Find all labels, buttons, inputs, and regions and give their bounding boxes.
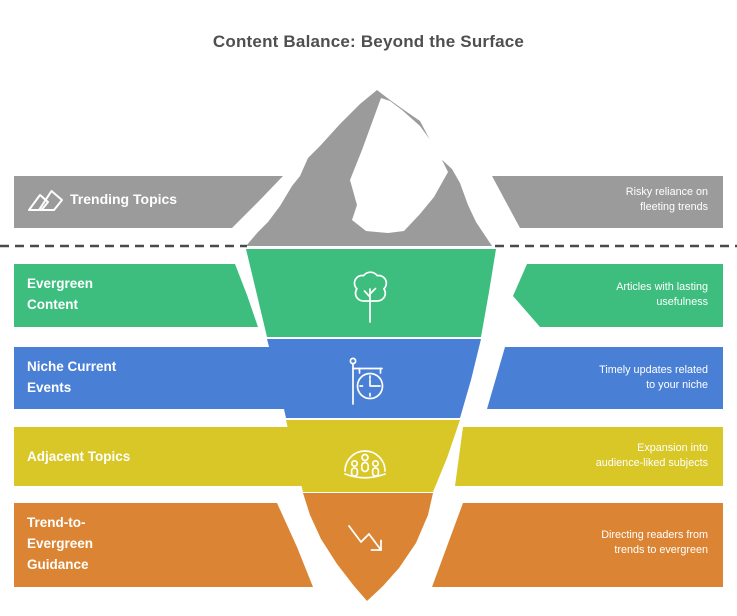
label-trending-topics: Trending Topics xyxy=(70,191,178,207)
niche-left-band xyxy=(14,347,290,409)
iceberg-section-niche xyxy=(267,339,481,418)
evergreen-left-band xyxy=(14,264,258,327)
trending-right-band xyxy=(492,176,723,228)
hanging-clock-icon xyxy=(344,356,390,406)
declining-arrow-icon xyxy=(344,522,388,558)
label-niche-current-events: Niche Current Events xyxy=(27,359,117,395)
iceberg-section-adjacent xyxy=(286,420,460,492)
label-evergreen-content: Evergreen Content xyxy=(27,276,94,312)
adjacent-right-band xyxy=(455,427,723,486)
mountain-peaks-icon xyxy=(27,185,65,213)
guidance-left-band xyxy=(14,503,313,587)
tree-icon xyxy=(348,270,392,326)
niche-right-band xyxy=(487,347,723,409)
audience-icon xyxy=(340,440,390,486)
guidance-right-band xyxy=(432,503,723,587)
description-adjacent: Expansion into audience-liked subjects xyxy=(595,442,708,469)
iceberg-section-guidance xyxy=(303,493,433,601)
label-trend-to-evergreen-guidance: Trend-to- Evergreen Guidance xyxy=(27,515,94,572)
description-niche: Timely updates related to your niche xyxy=(599,364,708,391)
page-title: Content Balance: Beyond the Surface xyxy=(212,32,525,51)
evergreen-right-band xyxy=(513,264,723,327)
trending-left-band xyxy=(14,176,283,228)
label-adjacent-topics: Adjacent Topics xyxy=(27,449,131,464)
description-evergreen: Articles with lasting usefulness xyxy=(616,281,708,308)
description-trending: Risky reliance on fleeting trends xyxy=(625,186,708,213)
iceberg-peak-facet xyxy=(350,98,448,233)
description-guidance: Directing readers from trends to evergre… xyxy=(601,529,708,556)
adjacent-left-band xyxy=(14,427,310,486)
